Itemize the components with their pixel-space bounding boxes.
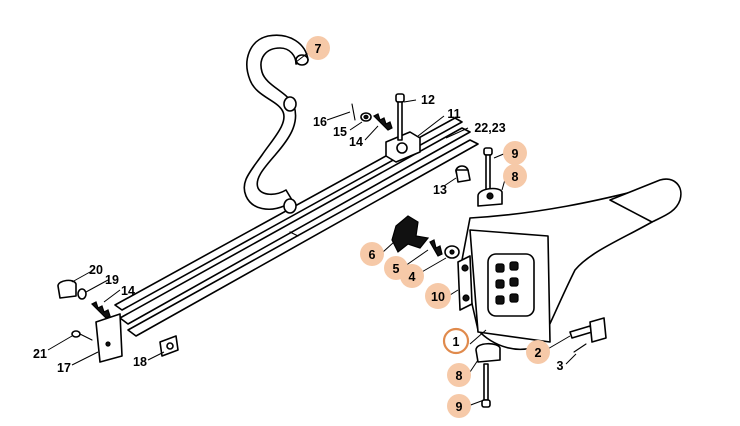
callout-18: 18 xyxy=(133,355,147,369)
callout-10: 10 xyxy=(431,290,445,304)
clamp-part-11 xyxy=(385,131,421,163)
bolt-part-12 xyxy=(395,93,405,141)
callout-8-upper: 8 xyxy=(512,170,519,184)
pin-part-16 xyxy=(351,103,356,121)
callout-8-lower: 8 xyxy=(456,369,463,383)
callout-21: 21 xyxy=(33,347,47,361)
callout-15: 15 xyxy=(333,125,347,139)
callout-14-lower: 14 xyxy=(121,284,135,298)
bolt-part-13 xyxy=(455,165,471,183)
screw-part-21 xyxy=(71,330,93,341)
knob-part-6 xyxy=(391,215,430,253)
nut-plate-part-10 xyxy=(457,255,473,311)
callout-22-23: 22,23 xyxy=(474,121,505,135)
washer-part-19 xyxy=(77,288,87,300)
callout-19: 19 xyxy=(105,273,119,287)
spring-part-14-top xyxy=(372,113,393,131)
callout-4: 4 xyxy=(409,270,416,284)
pin-part-3 xyxy=(573,343,587,353)
callout-11: 11 xyxy=(447,107,460,121)
handle-housing-part-1 xyxy=(461,178,682,351)
callout-20: 20 xyxy=(89,263,103,277)
clamp-part-8-lower xyxy=(475,342,501,363)
handle-bar-part-7 xyxy=(243,34,309,214)
callout-13: 13 xyxy=(433,183,447,197)
washer-part-15 xyxy=(360,112,372,122)
spring-part-5 xyxy=(429,239,443,257)
clamp-part-8-upper xyxy=(477,187,503,207)
callout-6: 6 xyxy=(369,248,376,262)
bolt-part-9-upper xyxy=(483,147,493,194)
callout-16: 16 xyxy=(313,115,327,129)
washer-part-4 xyxy=(444,245,460,259)
spring-part-14-lower xyxy=(90,301,111,319)
callout-2: 2 xyxy=(535,346,542,360)
callout-markers xyxy=(306,36,550,418)
callout-3: 3 xyxy=(557,359,564,373)
cable-clip-part-18 xyxy=(159,335,179,357)
bolt-part-9-lower xyxy=(481,363,491,408)
nut-part-20 xyxy=(57,279,77,299)
control-cable xyxy=(114,117,479,337)
callout-9-lower: 9 xyxy=(456,400,463,414)
callout-1: 1 xyxy=(453,335,460,349)
callout-17: 17 xyxy=(57,361,71,375)
callout-7: 7 xyxy=(315,42,322,56)
callout-9-upper: 9 xyxy=(512,147,519,161)
callout-5: 5 xyxy=(393,262,400,276)
leader-lines xyxy=(47,51,577,407)
bracket-part-17 xyxy=(95,313,123,363)
callout-12: 12 xyxy=(421,93,435,107)
callout-14-top: 14 xyxy=(349,135,363,149)
callout-labels: 7 12 16 11 15 14 22,23 13 9 8 6 5 4 10 1… xyxy=(33,42,563,414)
screw-part-2 xyxy=(569,317,607,343)
